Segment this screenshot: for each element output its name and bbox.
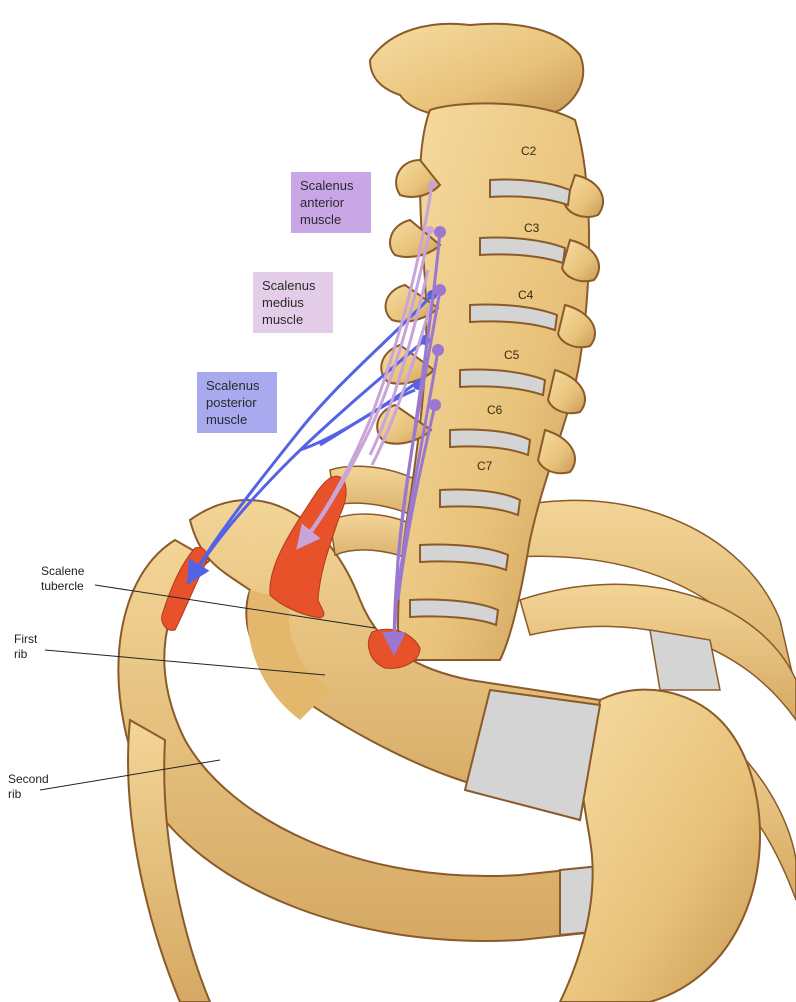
first-rib-label: First rib: [14, 632, 37, 662]
vertebra-label-c4: C4: [518, 288, 533, 302]
scalenus-anterior-label: Scalenus anterior muscle: [291, 172, 371, 233]
second-rib-label: Second rib: [8, 772, 49, 802]
scalenus-posterior-label: Scalenus posterior muscle: [197, 372, 277, 433]
vertebra-label-c3: C3: [524, 221, 539, 235]
vertebra-label-c7: C7: [477, 459, 492, 473]
vertebra-label-c6: C6: [487, 403, 502, 417]
vertebra-label-c2: C2: [521, 144, 536, 158]
vertebra-label-c5: C5: [504, 348, 519, 362]
scalene-tubercle-label: Scalene tubercle: [41, 564, 84, 594]
cervical-spine: [370, 24, 603, 660]
scalenus-medius-label: Scalenus medius muscle: [253, 272, 333, 333]
